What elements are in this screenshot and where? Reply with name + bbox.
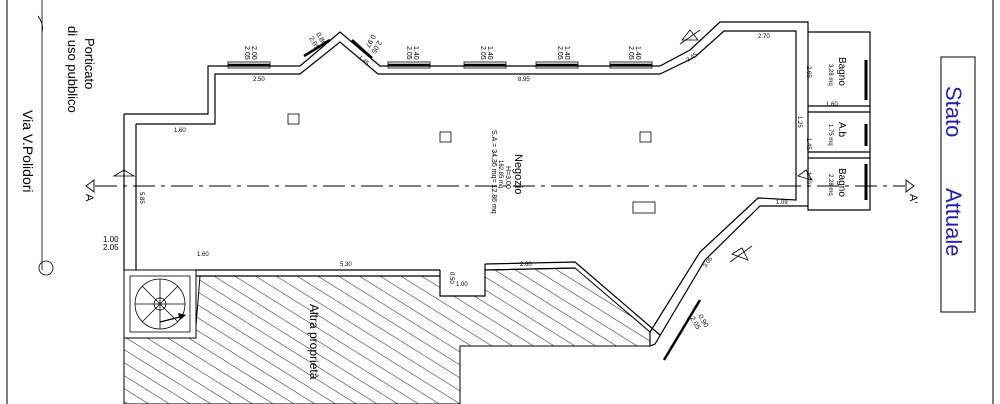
pillar [632, 201, 656, 214]
svg-text:2.05: 2.05 [627, 46, 634, 60]
svg-text:2.65: 2.65 [805, 66, 811, 78]
wall-dimensions: 2.50 8.95 1.60 1.60 5.30 2.60 1.00 2.70 … [138, 34, 838, 288]
pillar [639, 131, 652, 143]
section-arrow-right [905, 179, 915, 193]
svg-text:1.40: 1.40 [563, 46, 570, 60]
building-inner-wall [136, 30, 797, 333]
svg-text:1.40: 1.40 [634, 46, 641, 60]
door-symbols [112, 29, 813, 263]
section-label-left: A [83, 194, 95, 202]
svg-text:2.50: 2.50 [253, 77, 265, 83]
room-ab-name: A.b [836, 122, 847, 137]
svg-text:1.25: 1.25 [796, 116, 802, 128]
svg-text:1.00: 1.00 [103, 235, 119, 244]
shop-height: H=3.00 [504, 166, 511, 189]
room-bath-1-name: Bagno [836, 57, 847, 86]
svg-text:2.00: 2.00 [250, 46, 257, 60]
windows [227, 38, 702, 361]
other-property-hatch [123, 267, 651, 404]
svg-text:3.05: 3.05 [703, 256, 715, 270]
title-word-2: Attuale [941, 188, 966, 257]
svg-text:2.05: 2.05 [405, 46, 412, 60]
svg-text:3.45: 3.45 [686, 52, 700, 64]
svg-text:2.60: 2.60 [520, 262, 532, 268]
svg-text:2.05: 2.05 [243, 46, 250, 60]
street-label: Via V.Polidori [20, 110, 36, 193]
portico-label-1: Porticato [82, 38, 97, 89]
shop-name: Negozio [512, 154, 524, 194]
svg-text:5.85: 5.85 [138, 192, 144, 204]
svg-text:1.40: 1.40 [805, 172, 811, 184]
svg-text:2.05: 2.05 [556, 46, 563, 60]
svg-text:8.95: 8.95 [518, 77, 530, 83]
pillar [439, 131, 452, 143]
shop-sa: S.A.= 34,36 mq= 12.86 mq [490, 130, 497, 214]
section-label-right: A' [907, 194, 919, 203]
other-property-label: Altra proprietà [307, 304, 321, 380]
svg-text:1.60: 1.60 [826, 102, 838, 108]
portico-label-2: di uso pubblico [65, 26, 80, 113]
svg-text:1.40: 1.40 [412, 46, 419, 60]
svg-text:1.45: 1.45 [805, 138, 811, 150]
svg-text:1.40: 1.40 [486, 46, 493, 60]
road-marker-circle [38, 260, 54, 276]
svg-text:2.05: 2.05 [103, 243, 119, 252]
svg-text:5.30: 5.30 [340, 262, 352, 268]
pillar [287, 113, 300, 125]
svg-text:2.05: 2.05 [479, 46, 486, 60]
shop-area: 182.85 mq [497, 160, 503, 188]
room-bath-2-area: 2.28 mq [827, 174, 833, 196]
south-niche [439, 264, 486, 297]
building-outer-wall [124, 21, 871, 347]
svg-text:1.00: 1.00 [456, 282, 468, 288]
room-bath-2-name: Bagno [836, 168, 847, 197]
title-word-1: Stato [941, 86, 966, 137]
title-box [940, 56, 976, 313]
west-wall [123, 114, 137, 270]
road-edge-arc [37, 15, 43, 33]
bathrooms-block [807, 32, 870, 206]
south-wall [196, 261, 661, 336]
svg-text:0.50: 0.50 [448, 272, 454, 284]
room-bath-1-area: 3.28 mq [827, 64, 833, 86]
svg-text:1.60: 1.60 [197, 252, 209, 258]
svg-text:2.70: 2.70 [758, 34, 770, 40]
svg-text:1.09: 1.09 [776, 200, 788, 206]
section-arrow-left [85, 179, 95, 193]
room-ab-area: 1.75 mq [827, 124, 833, 146]
svg-text:1.60: 1.60 [174, 128, 186, 134]
